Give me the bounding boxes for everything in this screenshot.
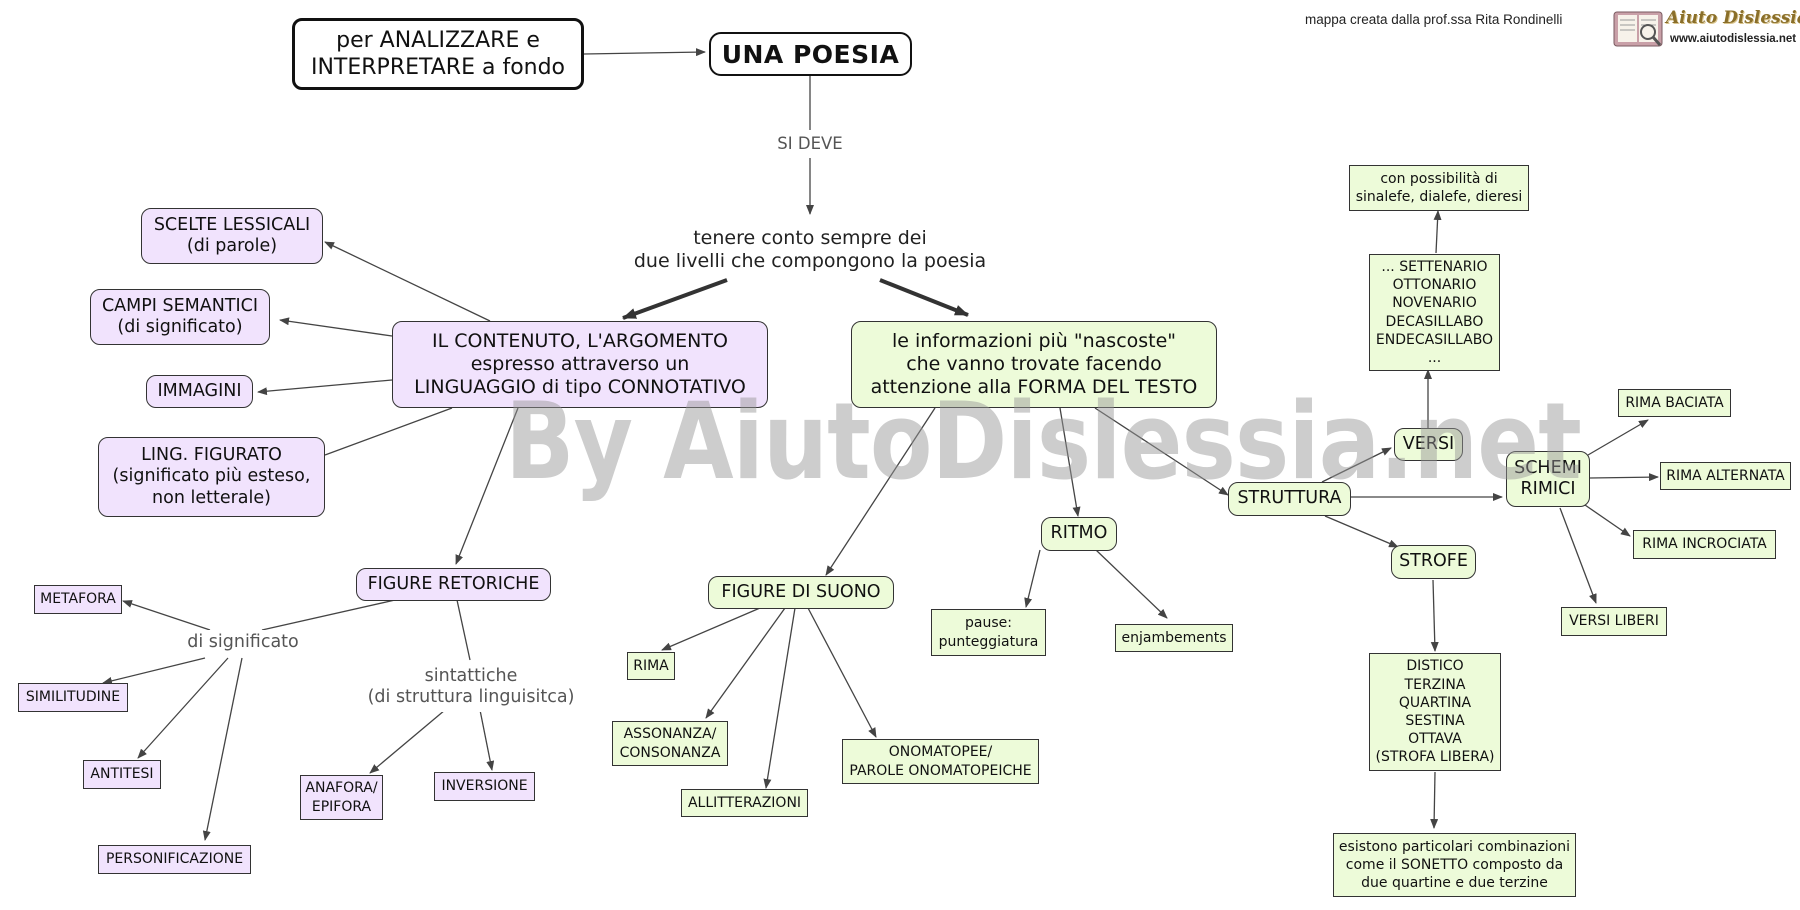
logo-name: Aiuto Dislessia [1666, 8, 1800, 28]
node-allitterazioni: ALLITTERAZIONI [681, 789, 808, 817]
title-node: UNA POESIA [709, 32, 912, 76]
node-due-livelli: tenere conto sempre dei due livelli che … [633, 227, 987, 272]
node-versi-liberi: VERSI LIBERI [1561, 607, 1667, 636]
link-disignificato-antitesi [137, 657, 229, 759]
node-pause: pause: punteggiatura [931, 609, 1046, 656]
link-nascoste-figuresuono [825, 407, 936, 576]
site-logo[interactable]: Aiuto Dislessia www.aiutodislessia.net [1612, 6, 1800, 50]
link-distico-sonetto [1430, 771, 1439, 829]
link-label-si-deve: SI DEVE [765, 132, 855, 156]
link-settenario-possibilita [1433, 210, 1442, 254]
node-tipi-versi: ... SETTENARIO OTTONARIO NOVENARIO DECAS… [1369, 254, 1500, 371]
node-antitesi: ANTITESI [83, 760, 161, 789]
book-icon [1613, 11, 1663, 47]
link-contenuto-ling [324, 407, 453, 456]
link-schemi-versiliberi [1559, 507, 1597, 604]
link-sintattiche-anafora [369, 709, 446, 774]
node-figure-di-suono: FIGURE DI SUONO [708, 576, 894, 609]
node-schemi-rimici: SCHEMI RIMICI [1506, 451, 1590, 507]
node-inversione: INVERSIONE [434, 772, 535, 801]
node-possibilita: con possibilità di sinalefe, dialefe, di… [1349, 165, 1529, 211]
link-sintattiche-inversione [479, 709, 495, 771]
link-schemi-baciata [1587, 419, 1649, 456]
link-strofe-distico [1430, 579, 1439, 652]
node-rima-baciata: RIMA BACIATA [1618, 389, 1731, 417]
node-sonetto: esistono particolari combinazioni come i… [1333, 833, 1576, 897]
link-ritmo-pause [1024, 549, 1041, 608]
node-rima-alternata: RIMA ALTERNATA [1660, 462, 1791, 490]
node-rima-incrociata: RIMA INCROCIATA [1633, 530, 1776, 559]
link-livelli-nascoste [879, 278, 969, 317]
link-schemi-alternata [1589, 473, 1659, 482]
link-figuresuono-assonanza [705, 607, 786, 719]
intro-node: per ANALIZZARE e INTERPRETARE a fondo [292, 18, 584, 90]
node-contenuto: IL CONTENUTO, L'ARGOMENTO espresso attra… [392, 321, 768, 408]
node-rima: RIMA [627, 652, 675, 680]
link-label-di-significato: di significato [182, 630, 304, 656]
link-contenuto-figureret [455, 407, 519, 565]
link-nascoste-struttura [1094, 407, 1229, 496]
link-schemi-incrociata [1584, 504, 1631, 537]
link-figureret-disignificato [261, 599, 396, 631]
node-tipi-strofe: DISTICO TERZINA QUARTINA SESTINA OTTAVA … [1369, 653, 1501, 771]
node-similitudine: SIMILITUDINE [18, 683, 128, 712]
node-personificazione: PERSONIFICAZIONE [98, 845, 251, 874]
link-disignificato-similitudine [102, 657, 206, 685]
node-metafora: METAFORA [34, 585, 122, 614]
node-enjambements: enjambements [1115, 624, 1233, 652]
node-assonanza: ASSONANZA/ CONSONANZA [612, 721, 728, 766]
link-contenuto-scelte [324, 241, 491, 322]
node-scelte-lessicali: SCELTE LESSICALI (di parole) [141, 208, 323, 264]
link-figuresuono-allitterazioni [763, 607, 796, 789]
node-informazioni-nascoste: le informazioni più "nascoste" che vanno… [851, 321, 1217, 408]
link-disignificato-personificazione [202, 657, 243, 841]
node-versi: VERSI [1394, 428, 1463, 461]
link-label-sintattiche: sintattiche (di struttura linguisitca) [357, 662, 585, 712]
node-ling-figurato: LING. FIGURATO (significato più esteso, … [98, 437, 325, 517]
link-ritmo-enjambements [1095, 549, 1168, 619]
link-struttura-versi [1321, 447, 1392, 483]
link-livelli-contenuto [622, 278, 728, 320]
link-intro-title [583, 48, 706, 57]
link-figureret-sintattiche [456, 599, 471, 661]
node-anafora-epifora: ANAFORA/ EPIFORA [300, 775, 383, 820]
node-immagini: IMMAGINI [146, 375, 253, 408]
node-onomatopee: ONOMATOPEE/ PAROLE ONOMATOPEICHE [842, 739, 1039, 784]
node-campi-semantici: CAMPI SEMANTICI (di significato) [90, 289, 270, 345]
node-ritmo: RITMO [1041, 517, 1117, 551]
link-contenuto-immagini [257, 379, 393, 396]
logo-url: www.aiutodislessia.net [1670, 33, 1797, 45]
link-disignificato-metafora [122, 600, 211, 631]
link-figuresuono-rima [661, 607, 761, 651]
link-contenuto-campi [279, 317, 393, 337]
author-credit: mappa creata dalla prof.ssa Rita Rondine… [1305, 12, 1563, 27]
node-struttura: STRUTTURA [1228, 482, 1351, 516]
link-figuresuono-onomatopee [807, 607, 877, 738]
node-figure-retoriche: FIGURE RETORICHE [356, 568, 551, 601]
link-nascoste-ritmo [1059, 407, 1081, 517]
link-struttura-strofe [1324, 515, 1399, 548]
node-strofe: STROFE [1391, 545, 1476, 579]
